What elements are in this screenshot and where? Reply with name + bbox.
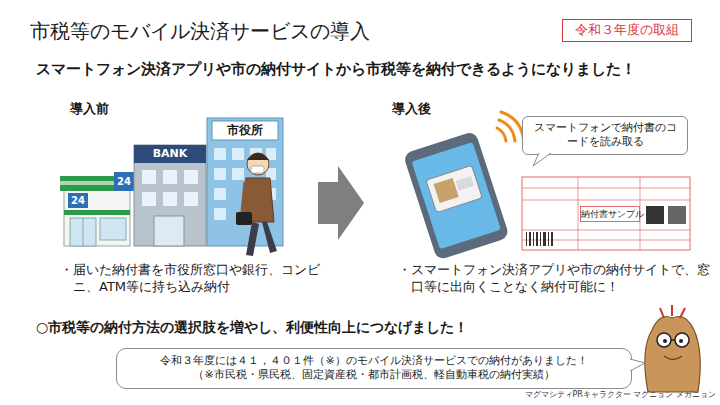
callout-tail [630,357,646,377]
badge-box: 令和３年度の取組 [562,19,692,42]
walking-person [236,153,277,256]
sign-text: BANK [134,145,206,163]
slide-title: 市税等のモバイル決済サービスの導入 [30,18,370,44]
wifi-symbol [497,112,524,141]
node-text: スマートフォンで納付書のコードを読み取る [531,121,679,150]
flow-arrow [318,166,364,240]
subtitle: スマートフォン決済アプリや市の納付サイトから市税等を納付できるようになりました！ [36,60,636,80]
mascot-credit: マグマシティPRキャラクター マグニョン メガニョン [525,390,716,400]
section-heading: 導入後 [392,101,431,118]
node-text: （※市民税・県民税、固定資産税・都市計画税、軽自動車税の納付実績） [125,368,623,382]
payment-slip [522,177,690,250]
speech-bubble: 令和３年度には４１，４０１件（※）のモバイル決済サービスでの納付がありました！（… [116,348,632,389]
node-text: 令和３年度の取組 [569,22,685,39]
caption-text: ・スマートフォン決済アプリや市の納付サイトで、窓口等に出向くことなく納付可能に！ [398,262,711,296]
bank-building [134,145,206,246]
callout-box: スマートフォンで納付書のコードを読み取る [522,116,688,155]
summary-text: ○市税等の納付方法の選択肢を増やし、利便性向上につなげました！ [36,318,468,336]
caption-text: ・届いた納付書を市役所窓口や銀行、コンビニ、ATM等に持ち込み納付 [60,262,345,296]
sign-text: 市役所 [212,121,278,140]
mascot-character [645,305,700,392]
callout-tail [533,153,557,167]
section-heading: 導入前 [70,101,109,118]
sign-text: 24 [68,193,88,208]
convenience-store [60,172,134,246]
node-text: 令和３年度には４１，４０１件（※）のモバイル決済サービスでの納付がありました！ [125,354,623,368]
smartphone [403,131,510,261]
city-hall-building [207,118,283,246]
sign-text: 24 [114,173,134,190]
sample-label: 納付書サンプル [580,206,640,222]
